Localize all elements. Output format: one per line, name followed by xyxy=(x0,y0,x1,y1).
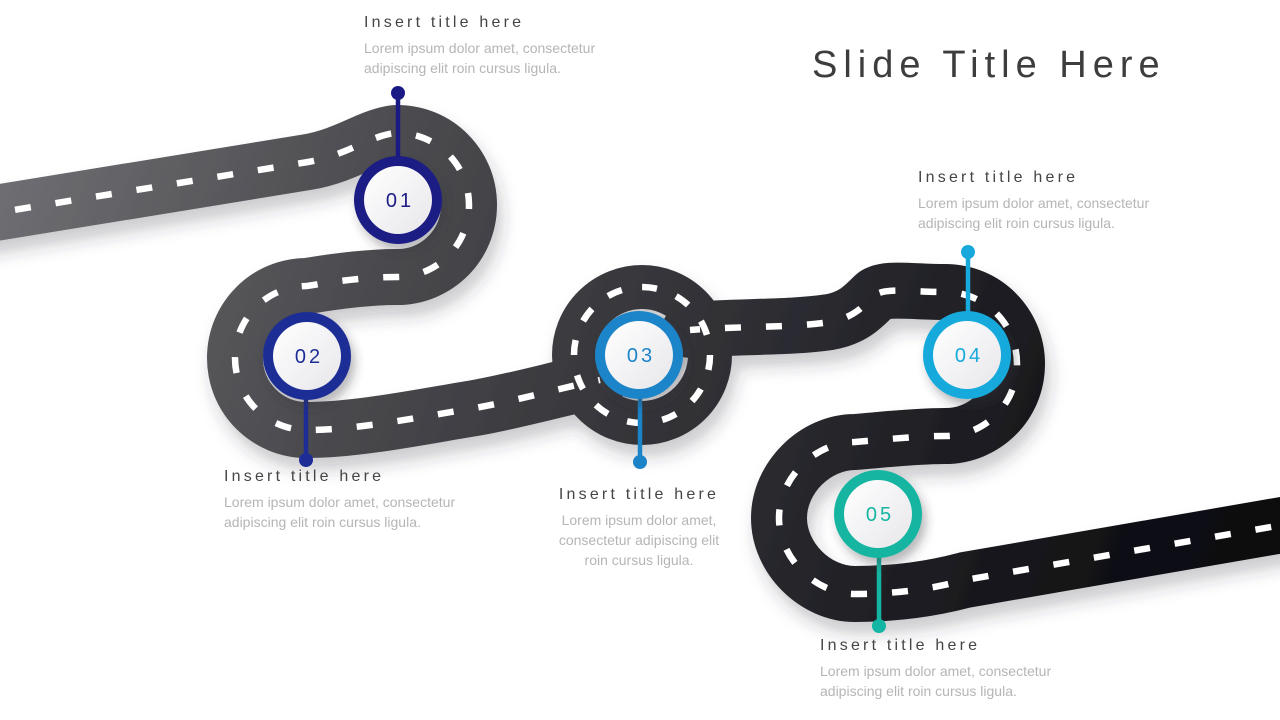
pin-2 xyxy=(299,398,313,467)
slide-title: Slide Title Here xyxy=(812,44,1166,86)
milestone-badge-1: 01 xyxy=(354,156,442,244)
badge-3-number: 03 xyxy=(627,345,655,367)
road-dashes-group xyxy=(0,129,1280,598)
milestone-5-body: Lorem ipsum dolor amet, consectetur adip… xyxy=(820,663,1052,699)
pin-1 xyxy=(391,86,405,160)
badge-1-face xyxy=(364,166,432,234)
milestone-badge-5: 05 xyxy=(834,470,922,558)
milestone-badge-4: 04 xyxy=(923,311,1011,399)
milestone-4-body: Lorem ipsum dolor amet, consectetur adip… xyxy=(918,195,1150,231)
badge-5-face xyxy=(844,480,912,548)
milestone-1-title: Insert title here xyxy=(364,14,525,31)
pin-5-dot xyxy=(872,619,886,633)
badge-3-face xyxy=(605,321,673,389)
roundabout-dash-ring xyxy=(570,283,714,427)
badge-4-face xyxy=(933,321,1001,389)
badge-2-face xyxy=(273,322,341,390)
milestone-badge-3: 03 xyxy=(595,311,683,399)
milestone-2-body: Lorem ipsum dolor amet, consectetur adip… xyxy=(224,494,456,530)
milestone-note-1: Insert title here Lorem ipsum dolor amet… xyxy=(364,14,595,79)
milestone-1-body: Lorem ipsum dolor amet, consectetur adip… xyxy=(364,40,596,76)
pin-3-dot xyxy=(633,455,647,469)
pin-4-dot xyxy=(961,245,975,259)
milestone-5-title: Insert title here xyxy=(820,637,981,654)
pin-4 xyxy=(961,245,975,318)
milestone-4-title: Insert title here xyxy=(918,169,1079,186)
pin-5 xyxy=(872,552,886,633)
milestone-note-5: Insert title here Lorem ipsum dolor amet… xyxy=(820,637,1051,702)
badge-2-number: 02 xyxy=(295,346,323,368)
milestone-3-title: Insert title here xyxy=(558,486,720,503)
pin-1-dot xyxy=(391,86,405,100)
milestone-note-2: Insert title here Lorem ipsum dolor amet… xyxy=(224,468,455,533)
badge-4-number: 04 xyxy=(955,345,983,367)
pin-2-dot xyxy=(299,453,313,467)
milestone-3-body: Lorem ipsum dolor amet, consectetur adip… xyxy=(558,512,720,568)
milestone-badge-2: 02 xyxy=(263,312,351,400)
milestone-note-3: Insert title here Lorem ipsum dolor amet… xyxy=(539,486,739,571)
badge-1-number: 01 xyxy=(386,190,414,212)
pin-3 xyxy=(633,398,647,469)
road-dash-line xyxy=(0,129,1280,598)
milestone-note-4: Insert title here Lorem ipsum dolor amet… xyxy=(918,169,1149,234)
badge-5-number: 05 xyxy=(866,504,894,526)
milestone-2-title: Insert title here xyxy=(224,468,385,485)
